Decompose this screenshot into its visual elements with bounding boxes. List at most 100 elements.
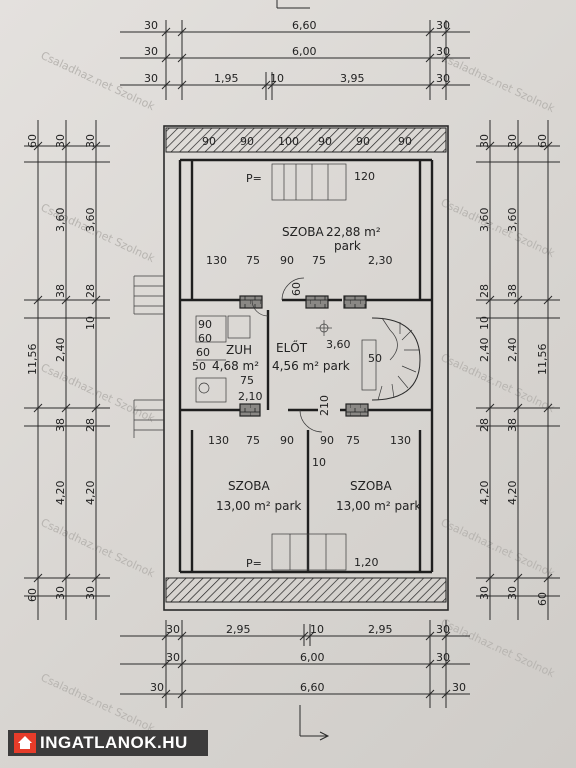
- dim-right-h2: 30: [506, 586, 519, 600]
- dim-bot-r3-c: 30: [452, 681, 466, 694]
- misc-2: 60: [198, 332, 212, 345]
- dim-top-r2-a: 30: [144, 45, 158, 58]
- dim-bot-r1-e: 30: [436, 623, 450, 636]
- p-bottom-label: P=: [246, 557, 262, 570]
- dim-bot-r2-c: 30: [436, 651, 450, 664]
- dim-left-d: 38: [54, 284, 67, 298]
- room-labels: SZOBA 22,88 m² park ZUH 4,68 m² ELŐT 4,5…: [212, 225, 421, 513]
- dim-left-i: 60: [26, 588, 39, 602]
- dim-right-b: 30: [478, 134, 491, 148]
- dim-left-total: 11,56: [26, 344, 39, 376]
- dim-right-c: 3,60: [478, 208, 491, 233]
- balc-top-3: 100: [278, 135, 299, 148]
- mid-bot-6: 130: [390, 434, 411, 447]
- logo-text: INGATLANOK.HU: [40, 733, 188, 752]
- svg-text:Csaladhaz.net Szolnok: Csaladhaz.net Szolnok: [39, 361, 158, 425]
- svg-text:Csaladhaz.net Szolnok: Csaladhaz.net Szolnok: [439, 516, 558, 580]
- inner-dimension-labels: 90 90 100 90 90 90 P= 120 130 75 90 75 2…: [192, 135, 412, 570]
- dim-left-f: 38: [54, 418, 67, 432]
- balc-top-5: 90: [356, 135, 370, 148]
- section-marker-top: [276, 0, 310, 9]
- misc-4: 50: [192, 360, 206, 373]
- room-eloter-area: 4,56 m² park: [272, 359, 350, 373]
- svg-text:Csaladhaz.net Szolnok: Csaladhaz.net Szolnok: [39, 49, 158, 113]
- dim-right-f: 38: [506, 418, 519, 432]
- dim-bot-r1-a: 30: [166, 623, 180, 636]
- dim-right-l: 10: [478, 316, 491, 330]
- dim-right-a: 60: [536, 134, 549, 148]
- dim-right-k2: 28: [478, 418, 491, 432]
- dim-bot-r1-c: 10: [310, 623, 324, 636]
- dim-top-r3-a: 30: [144, 72, 158, 85]
- room-szoba-right-name: SZOBA: [350, 479, 393, 493]
- misc-5: 2,10: [238, 390, 263, 403]
- mid-bot-1: 130: [208, 434, 229, 447]
- dim-right-g2: 4,20: [506, 481, 519, 506]
- dim-top-r1-c: 30: [436, 19, 450, 32]
- mid-top-2: 75: [246, 254, 260, 267]
- misc-7: 3,60: [326, 338, 351, 351]
- svg-text:Csaladhaz.net Szolnok: Csaladhaz.net Szolnok: [39, 671, 158, 735]
- dim-bot-r2-a: 30: [166, 651, 180, 664]
- mid-bot-4: 90: [320, 434, 334, 447]
- svg-text:Csaladhaz.net Szolnok: Csaladhaz.net Szolnok: [439, 616, 558, 680]
- mid-bot-2: 75: [246, 434, 260, 447]
- dim-right-i: 60: [536, 592, 549, 606]
- dim-right-e2: 2,40: [506, 338, 519, 363]
- room-zuh-name: ZUH: [226, 343, 252, 357]
- dim-top-r3-c: 10: [270, 72, 284, 85]
- dim-left-g: 4,20: [54, 481, 67, 506]
- dim-left-k2: 28: [84, 418, 97, 432]
- dim-bot-r1-b: 2,95: [226, 623, 251, 636]
- balc-top-1: 90: [202, 135, 216, 148]
- ingatlanok-logo: INGATLANOK.HU: [8, 730, 208, 756]
- room-szoba-left-area: 13,00 m² park: [216, 499, 301, 513]
- dim-bot-r3-a: 30: [150, 681, 164, 694]
- section-marker-bottom: [299, 705, 330, 741]
- dim-right-h: 30: [478, 586, 491, 600]
- misc-11: 60: [290, 282, 303, 296]
- p-top-120: 120: [354, 170, 375, 183]
- p-bottom-120: 1,20: [354, 556, 379, 569]
- dim-bot-r1-d: 2,95: [368, 623, 393, 636]
- dim-left-h: 30: [54, 586, 67, 600]
- dim-top-r3-b: 1,95: [214, 72, 239, 85]
- misc-10: 210: [318, 395, 331, 416]
- dim-right-e: 2,40: [478, 338, 491, 363]
- dim-top-r1-b: 6,60: [292, 19, 317, 32]
- misc-6: 75: [240, 374, 254, 387]
- svg-text:Csaladhaz.net Szolnok: Csaladhaz.net Szolnok: [439, 196, 558, 260]
- dim-left-e: 2,40: [54, 338, 67, 363]
- dim-right-c2: 3,60: [506, 208, 519, 233]
- house-icon: [14, 733, 36, 753]
- dim-left-a: 60: [26, 134, 39, 148]
- dim-left-l: 10: [84, 316, 97, 330]
- mid-bot-5: 75: [346, 434, 360, 447]
- dim-left-c: 3,60: [54, 208, 67, 233]
- dim-top-r3-e: 30: [436, 72, 450, 85]
- balc-top-2: 90: [240, 135, 254, 148]
- dim-right-b2: 30: [506, 134, 519, 148]
- right-dimensions: 30 30 60 3,60 3,60 28 38 10 2,40 2,40 11…: [476, 120, 560, 620]
- dim-top-r2-c: 30: [436, 45, 450, 58]
- misc-3: 60: [196, 346, 210, 359]
- mid-bot-3: 90: [280, 434, 294, 447]
- bottom-dimensions: 30 2,95 10 2,95 30 30 6,00 30 30 6,60 30: [120, 620, 470, 708]
- dim-right-d: 38: [506, 284, 519, 298]
- svg-text:Csaladhaz.net Szolnok: Csaladhaz.net Szolnok: [39, 516, 158, 580]
- dim-right-g: 4,20: [478, 481, 491, 506]
- dim-bot-r2-b: 6,00: [300, 651, 325, 664]
- dim-left-g2: 4,20: [84, 481, 97, 506]
- misc-9: 10: [312, 456, 326, 469]
- balc-top-6: 90: [398, 135, 412, 148]
- room-szoba-top-floor: park: [334, 239, 361, 253]
- room-szoba-top-area: 22,88 m²: [326, 225, 381, 239]
- mid-top-4: 75: [312, 254, 326, 267]
- top-dimensions: 30 6,60 30 30 6,00 30 30 1,95 10 3,95 30: [120, 19, 470, 100]
- dim-left-c2: 3,60: [84, 208, 97, 233]
- balc-top-4: 90: [318, 135, 332, 148]
- svg-text:Csaladhaz.net Szolnok: Csaladhaz.net Szolnok: [439, 51, 558, 115]
- dim-left-b2: 30: [84, 134, 97, 148]
- room-szoba-right-area: 13,00 m² park: [336, 499, 421, 513]
- mid-top-3: 90: [280, 254, 294, 267]
